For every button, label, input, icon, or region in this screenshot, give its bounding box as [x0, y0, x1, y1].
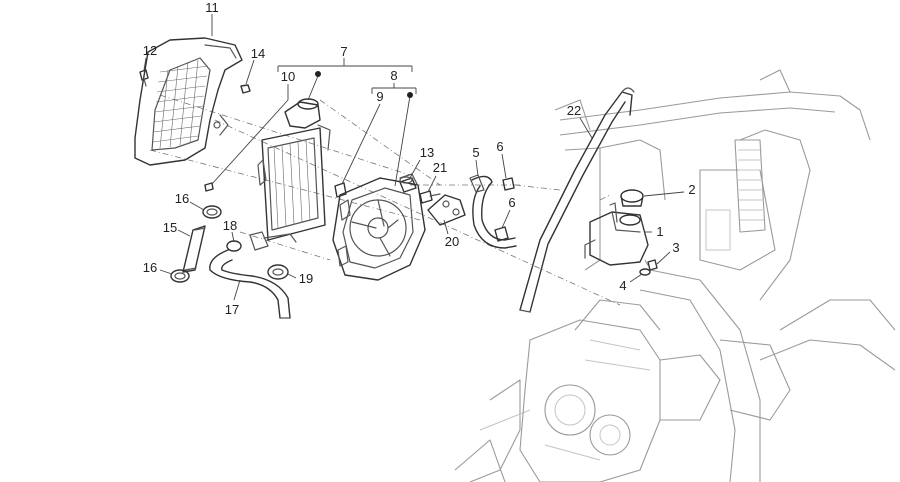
callout-4: 4: [619, 278, 626, 293]
hose-15: [182, 225, 206, 273]
bullet-dot-8: [407, 92, 413, 98]
clamp-19: [267, 264, 289, 280]
callout-8: 8: [390, 68, 397, 83]
callout-2: 2: [688, 182, 695, 197]
radiator-cover: [134, 37, 243, 166]
rear-shock-absorber: [734, 139, 766, 233]
expansion-tank: [584, 202, 649, 266]
callout-labels: 11 12 14 7 10 8 9 13 21 5 6 6 20 22 2 1 …: [143, 0, 696, 317]
callout-3: 3: [672, 240, 679, 255]
callout-5: 5: [472, 145, 479, 160]
callout-21: 21: [433, 160, 447, 175]
clamp-6-upper: [502, 177, 515, 191]
callout-22: 22: [567, 103, 581, 118]
callout-1: 1: [656, 224, 663, 239]
callout-7: 7: [340, 44, 347, 59]
leader-lines: [143, 14, 685, 301]
bolt-21: [419, 190, 441, 204]
callout-14: 14: [251, 46, 265, 61]
callout-19: 19: [299, 271, 313, 286]
clamp-18: [226, 240, 242, 252]
radiator-cover-grill: [152, 59, 209, 149]
bracket-20: [427, 194, 466, 226]
fan-shroud: [332, 173, 426, 281]
radiator: [249, 98, 331, 251]
callout-13: 13: [420, 145, 434, 160]
callout-15: 15: [163, 220, 177, 235]
nut-14: [240, 84, 251, 94]
clamp-16-upper: [202, 205, 222, 219]
clamp-6-lower: [494, 226, 509, 242]
engine-block: [519, 299, 721, 482]
callout-6-upper: 6: [496, 139, 503, 154]
hose-17: [209, 249, 291, 319]
clamp-16-lower: [170, 269, 190, 283]
clip-9: [334, 182, 347, 198]
tank-cap-2: [620, 189, 644, 207]
bullet-dot-7: [315, 71, 321, 77]
screw-3: [647, 259, 658, 271]
hose-5: [469, 174, 517, 249]
callout-20: 20: [445, 234, 459, 249]
screw-10: [204, 182, 214, 192]
callout-16-lower: 16: [143, 260, 157, 275]
radiator-fins: [273, 139, 311, 229]
callout-16-upper: 16: [175, 191, 189, 206]
callout-18: 18: [223, 218, 237, 233]
callout-9: 9: [376, 89, 383, 104]
callout-17: 17: [225, 302, 239, 317]
callout-12: 12: [143, 43, 157, 58]
callout-10: 10: [281, 69, 295, 84]
callout-11: 11: [205, 0, 219, 15]
callout-6-lower: 6: [508, 195, 515, 210]
washer-4: [639, 268, 651, 276]
assembly-centerlines: [149, 94, 651, 306]
scooter-frame: [454, 69, 896, 482]
screw-12: [139, 69, 149, 87]
long-hose-22: [519, 87, 635, 313]
spacer-13: [399, 176, 417, 193]
